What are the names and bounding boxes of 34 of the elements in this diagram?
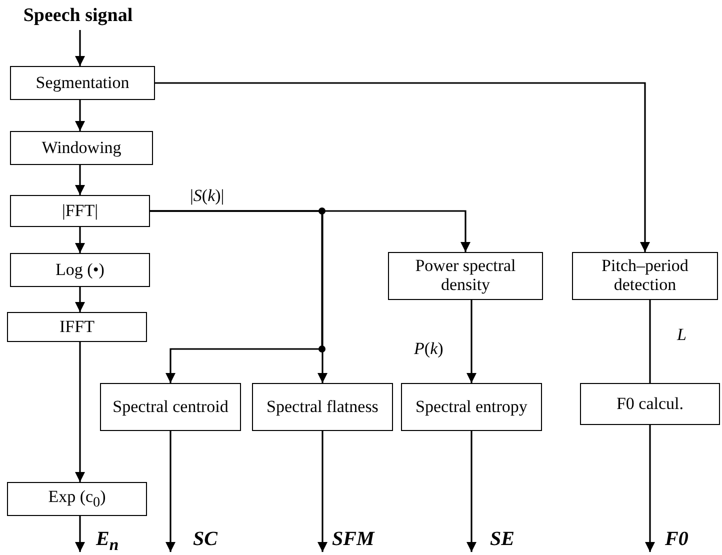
process-box: Windowing xyxy=(10,131,153,165)
process-box: F0 calcul. xyxy=(580,383,720,425)
arrow xyxy=(466,300,476,383)
process-box: IFFT xyxy=(7,312,147,342)
output-label: SC xyxy=(193,528,218,551)
arrow xyxy=(75,30,85,66)
process-box: Pitch–period detection xyxy=(572,252,718,300)
arrow xyxy=(75,287,85,312)
arrow xyxy=(466,431,476,552)
arrow xyxy=(318,431,328,552)
arrow xyxy=(166,431,176,552)
arrow xyxy=(155,82,650,252)
process-box: Segmentation xyxy=(10,66,155,100)
process-box: Log (•) xyxy=(10,253,150,287)
process-box: |FFT| xyxy=(10,195,150,227)
arrow xyxy=(75,165,85,195)
arrow xyxy=(75,342,85,482)
process-box: Spectral entropy xyxy=(401,383,542,431)
arrow xyxy=(75,227,85,253)
edge-label: L xyxy=(677,325,686,345)
output-label: F0 xyxy=(665,528,688,551)
arrow xyxy=(75,100,85,131)
output-label: E$_{n}$ xyxy=(96,528,119,555)
arrow xyxy=(75,516,85,552)
output-label: SFM xyxy=(332,528,374,551)
process-box: Spectral centroid xyxy=(100,383,241,431)
process-box: Exp (c$_{0}$) xyxy=(7,482,147,516)
process-box: Power spectral density xyxy=(388,252,543,300)
edge-label: P(k) xyxy=(414,339,444,359)
arrow xyxy=(645,425,655,552)
edge-label: |S(k)| xyxy=(190,186,224,206)
process-box: Spectral flatness xyxy=(252,383,393,431)
output-label: SE xyxy=(490,528,514,551)
input-label: Speech signal xyxy=(8,2,148,30)
